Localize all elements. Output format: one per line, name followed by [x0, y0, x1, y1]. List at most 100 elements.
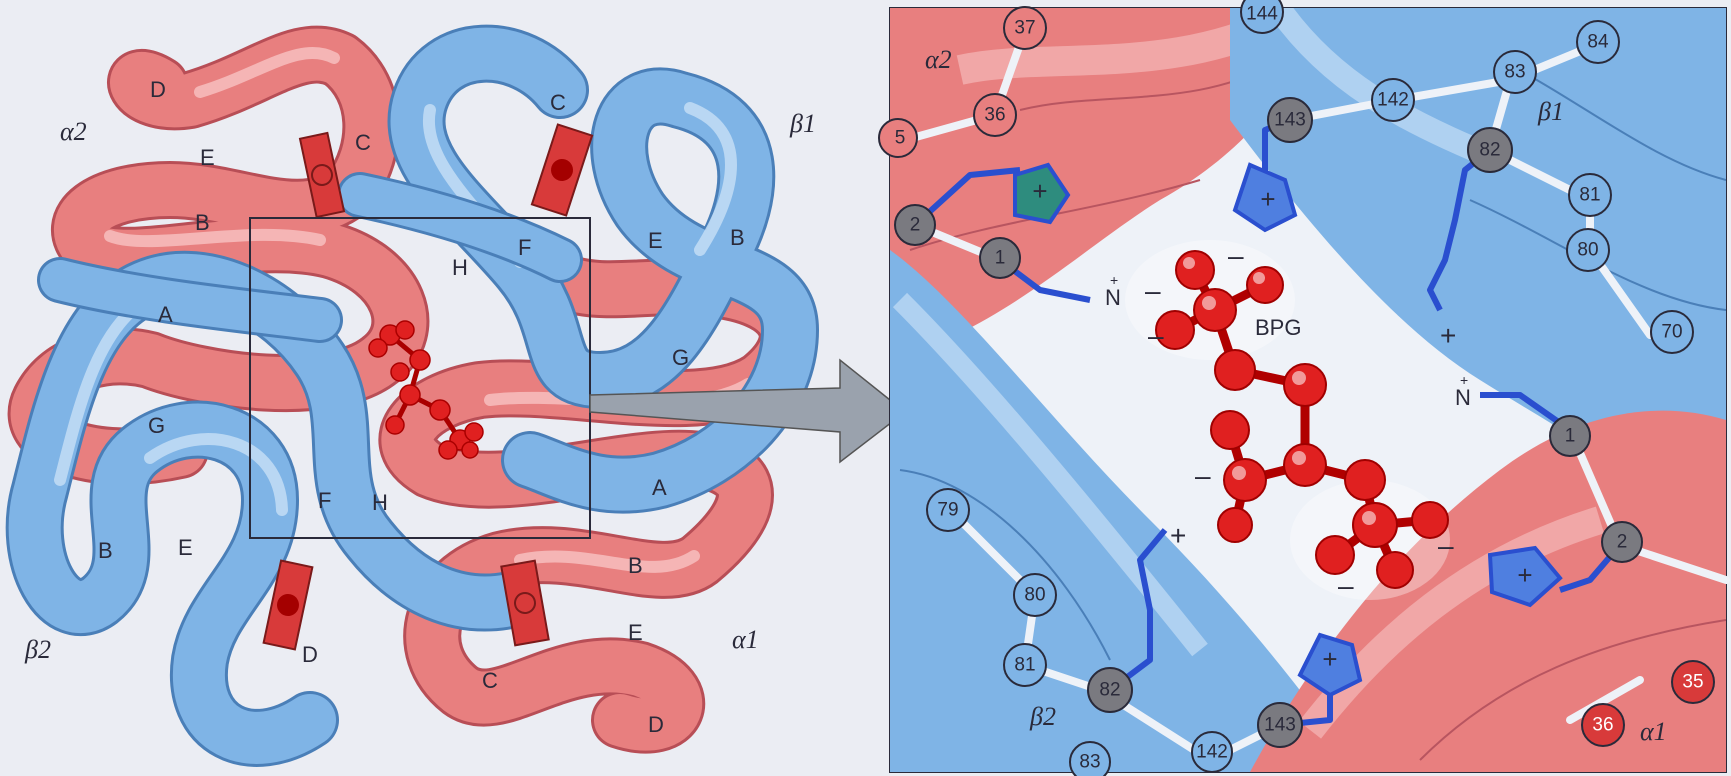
helix-label: B	[195, 210, 210, 235]
detail-panel: + + + +	[879, 0, 1726, 776]
residue: 82	[1468, 128, 1512, 172]
charge-plus: +	[1170, 520, 1186, 551]
helix-label: C	[550, 90, 566, 115]
svg-text:81: 81	[1014, 655, 1035, 676]
helix-label: F	[518, 235, 531, 260]
helix-label: D	[302, 642, 318, 667]
helix-label: D	[150, 77, 166, 102]
helix-label: A	[652, 475, 667, 500]
residue: 80	[1567, 229, 1609, 271]
residue: 142	[1192, 732, 1232, 772]
svg-text:82: 82	[1099, 680, 1120, 701]
residue: 82	[1088, 668, 1132, 712]
helix-label: E	[628, 620, 643, 645]
charge-minus: –	[1148, 320, 1164, 351]
helix-label: E	[200, 145, 215, 170]
residue: 35	[1672, 661, 1714, 703]
charge-minus: –	[1438, 530, 1454, 561]
residue: 80	[1014, 574, 1056, 616]
amine-n: N	[1105, 285, 1121, 310]
charge-minus: –	[1195, 460, 1211, 491]
residue: 37	[1004, 7, 1046, 49]
detail-subunit-alpha1: α1	[1640, 717, 1667, 746]
helix-label: G	[148, 413, 165, 438]
helix-label: A	[158, 302, 173, 327]
svg-text:80: 80	[1024, 585, 1045, 606]
helix-label: G	[672, 345, 689, 370]
svg-text:+: +	[1260, 184, 1275, 214]
detail-subunit-beta1: β1	[1537, 97, 1564, 126]
helix-label: B	[98, 538, 113, 563]
svg-text:37: 37	[1014, 18, 1035, 39]
amine-plus: +	[1460, 372, 1468, 388]
svg-text:2: 2	[1617, 532, 1628, 553]
svg-text:2: 2	[910, 215, 921, 236]
svg-text:144: 144	[1246, 4, 1278, 25]
helix-label: D	[648, 712, 664, 737]
svg-text:142: 142	[1377, 90, 1409, 111]
charge-minus: –	[1145, 275, 1161, 306]
residue: 70	[1651, 311, 1693, 353]
residue: 1	[1550, 416, 1590, 456]
svg-text:79: 79	[937, 500, 958, 521]
svg-text:81: 81	[1579, 185, 1600, 206]
svg-text:143: 143	[1274, 110, 1306, 131]
charge-minus: –	[1338, 570, 1354, 601]
subunit-label-alpha1: α1	[732, 625, 759, 654]
residue: 2	[1602, 522, 1642, 562]
helix-label: H	[372, 490, 388, 515]
subunit-label-alpha2: α2	[60, 117, 87, 146]
svg-text:+: +	[1032, 176, 1047, 206]
residue: 36	[974, 94, 1016, 136]
residue: 79	[927, 489, 969, 531]
amine-plus: +	[1110, 272, 1118, 288]
detail-subunit-beta2: β2	[1029, 702, 1056, 731]
svg-text:36: 36	[984, 105, 1005, 126]
svg-text:1: 1	[1565, 426, 1576, 447]
residue: 142	[1372, 79, 1414, 121]
helix-label: F	[318, 488, 331, 513]
residue: 2	[895, 205, 935, 245]
residue: 1	[980, 238, 1020, 278]
heme-beta1	[532, 124, 592, 215]
subunit-label-beta2: β2	[24, 635, 51, 664]
helix-label: C	[482, 668, 498, 693]
svg-text:83: 83	[1504, 62, 1525, 83]
charge-plus: +	[1440, 320, 1456, 351]
svg-text:83: 83	[1079, 752, 1100, 773]
svg-text:80: 80	[1577, 240, 1598, 261]
svg-text:82: 82	[1479, 140, 1500, 161]
residue: 81	[1004, 644, 1046, 686]
helix-label: E	[178, 535, 193, 560]
charge-minus: –	[1228, 240, 1244, 271]
residue: 83	[1494, 51, 1536, 93]
helix-label: C	[355, 130, 371, 155]
svg-text:143: 143	[1264, 715, 1296, 736]
residue: 5	[879, 119, 917, 157]
helix-label: B	[730, 225, 745, 250]
svg-text:5: 5	[895, 128, 906, 149]
subunit-label-beta1: β1	[789, 109, 816, 138]
bpg-label: BPG	[1255, 315, 1301, 340]
residue: 36	[1582, 704, 1624, 746]
residue: 144	[1241, 0, 1283, 33]
residue: 83	[1070, 742, 1110, 776]
amine-n: N	[1455, 385, 1471, 410]
residue: 143	[1258, 703, 1302, 747]
svg-text:+: +	[1322, 644, 1337, 674]
svg-text:1: 1	[995, 248, 1006, 269]
svg-text:35: 35	[1682, 672, 1703, 693]
residue: 143	[1268, 98, 1312, 142]
detail-subunit-alpha2: α2	[925, 45, 952, 74]
svg-text:84: 84	[1587, 32, 1609, 53]
svg-text:70: 70	[1661, 322, 1682, 343]
svg-text:142: 142	[1196, 742, 1228, 763]
svg-text:+: +	[1517, 560, 1532, 590]
svg-text:36: 36	[1592, 715, 1613, 736]
helix-label: E	[648, 228, 663, 253]
residue: 84	[1577, 21, 1619, 63]
residue: 81	[1569, 174, 1611, 216]
helix-label: H	[452, 255, 468, 280]
helix-label: B	[628, 553, 643, 578]
